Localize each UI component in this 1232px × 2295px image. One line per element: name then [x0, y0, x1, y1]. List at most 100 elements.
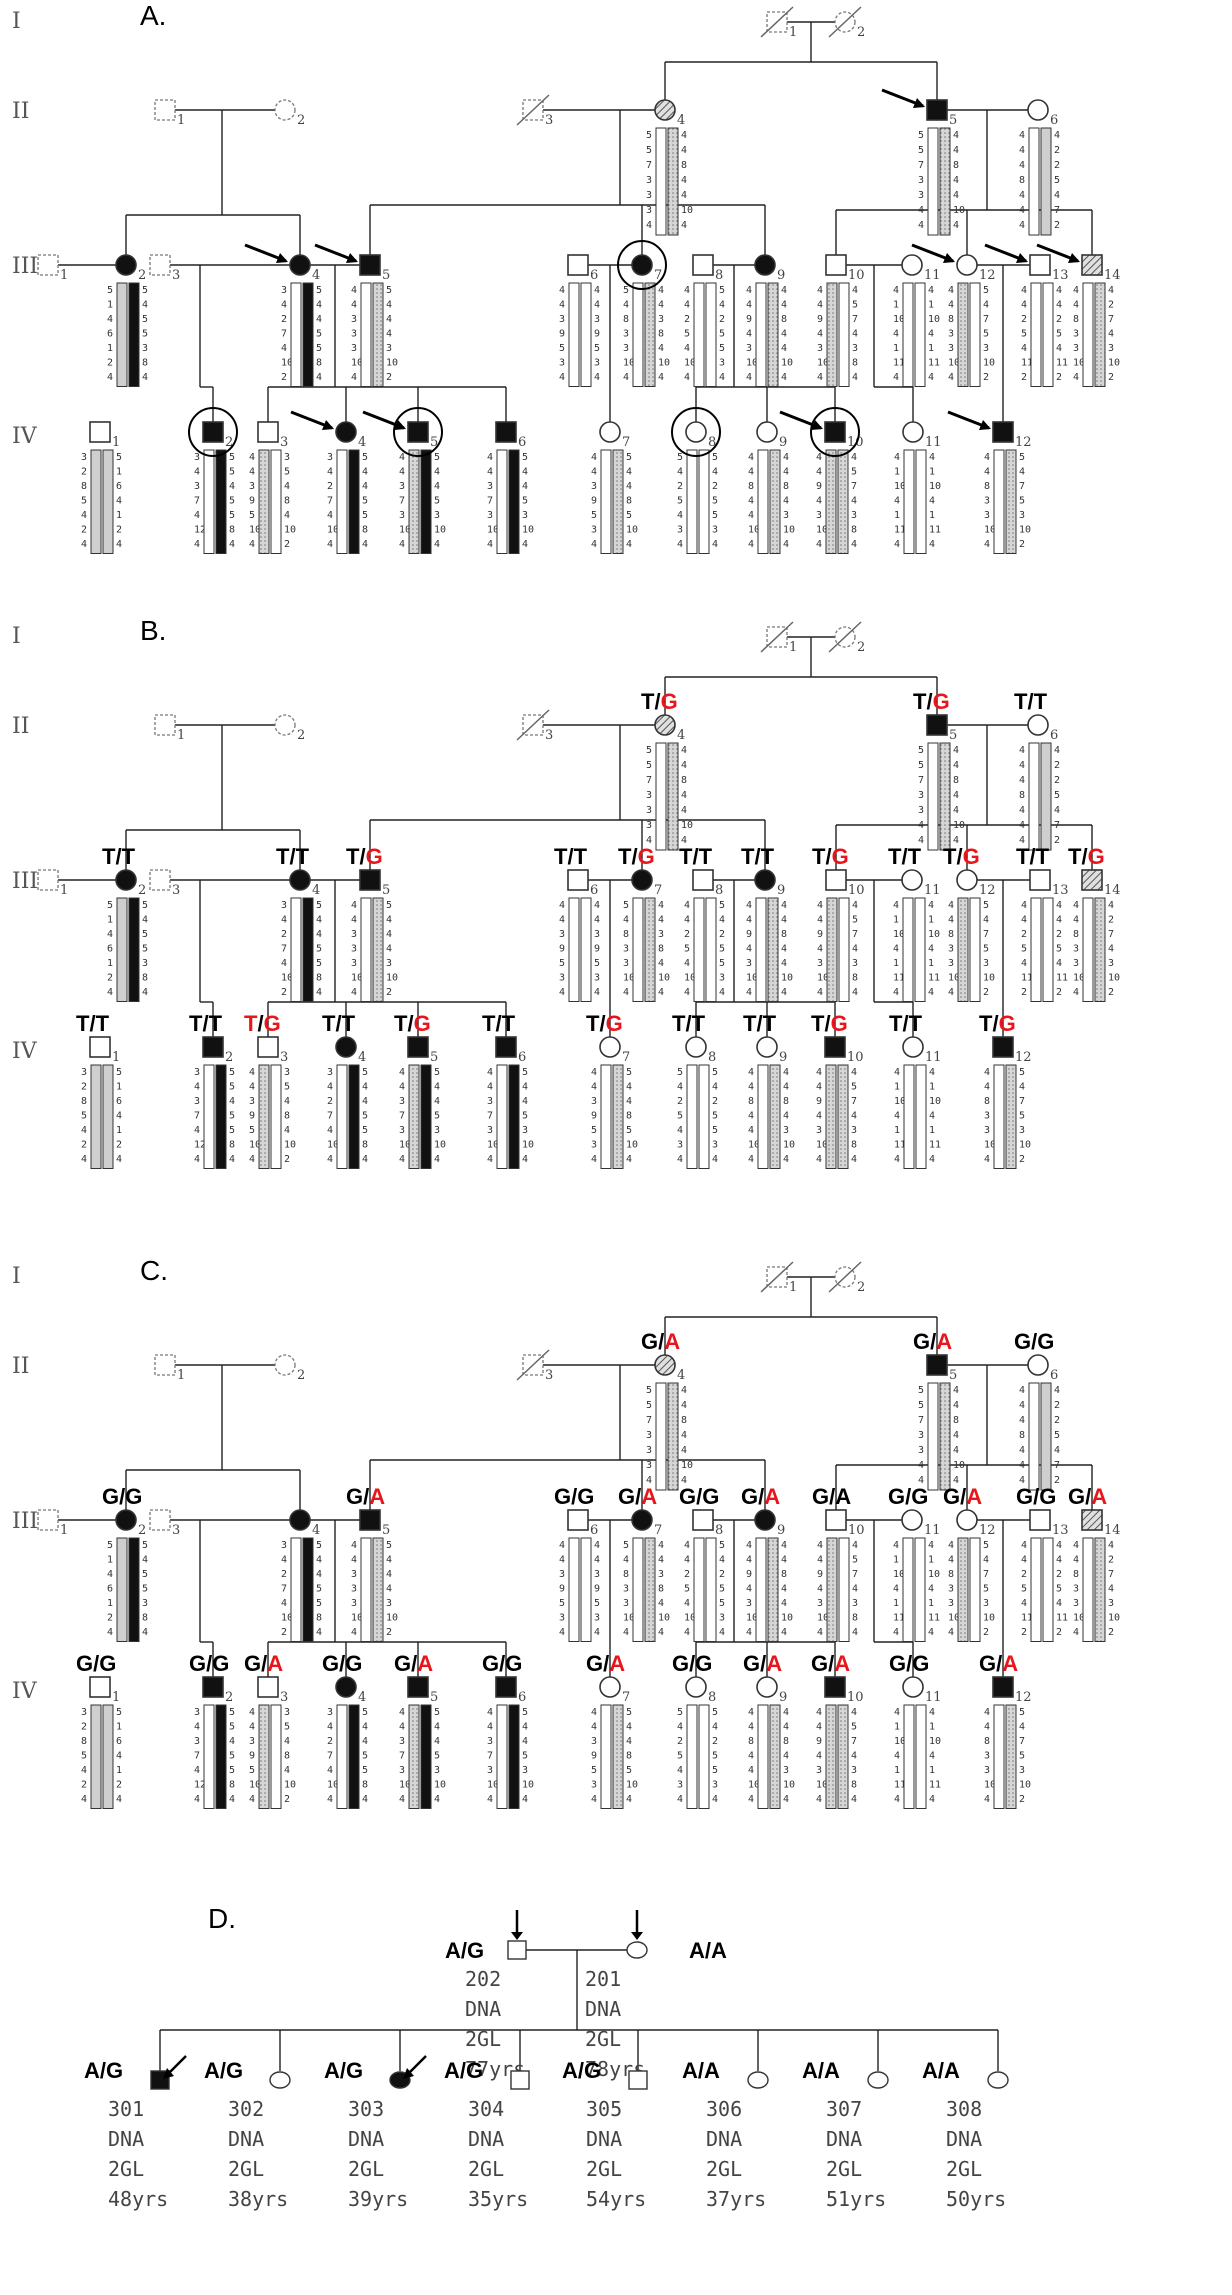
haplotype-allele: 3	[351, 329, 357, 340]
genotype-label: T/G	[913, 689, 950, 714]
haplotype-allele: 3	[677, 525, 683, 536]
haplotype-allele: 4	[929, 539, 935, 550]
haplotype-allele: 3	[623, 329, 629, 340]
individual-iii-14-square	[1081, 869, 1103, 891]
haplotype-allele: 3	[351, 1598, 357, 1609]
haplotype-allele: 10	[948, 973, 960, 984]
haplotype-allele: 4	[142, 372, 148, 383]
haplotype-allele: 7	[851, 1096, 857, 1107]
individual-number: 12	[1015, 435, 1032, 450]
haplotype-bar-left	[903, 1064, 915, 1169]
genotype-separator: /	[89, 1011, 95, 1036]
haplotype-allele: 1	[893, 1598, 899, 1609]
haplotype-allele: 5	[116, 452, 122, 463]
genotype-allele-2: A	[641, 1484, 657, 1509]
haplotype-allele: 2	[1054, 760, 1060, 771]
genotype-allele-2: A	[834, 1651, 850, 1676]
genotype-allele-2: G	[264, 1011, 281, 1036]
haplotype-allele: 11	[893, 358, 905, 369]
haplotype-bar-left	[290, 897, 302, 1002]
haplotype-bar-right	[837, 449, 849, 554]
haplotype-allele: 5	[851, 1722, 857, 1733]
arrow-head	[511, 1932, 523, 1940]
genotype-allele-1: G	[76, 1651, 93, 1676]
haplotype-allele: 4	[487, 1067, 493, 1078]
genotype-allele-1: G	[618, 1484, 635, 1509]
haplotype-allele: 4	[984, 452, 990, 463]
haplotype-allele: 4	[918, 220, 924, 231]
individual-info: 2GL	[706, 2157, 742, 2181]
haplotype-allele: 5	[646, 1400, 652, 1411]
haplotype-allele: 4	[928, 987, 934, 998]
haplotype-bar-left	[632, 1537, 644, 1642]
genotype-label: T/G	[1068, 844, 1105, 869]
genotype-allele-1: G	[1014, 1329, 1031, 1354]
individual-ii-4-circle	[654, 1354, 676, 1376]
haplotype-bar-right	[698, 449, 710, 554]
haplotype-allele: 3	[559, 1569, 565, 1580]
haplotype-allele: 9	[559, 329, 565, 340]
individual-info: 2GL	[228, 2157, 264, 2181]
haplotype-allele: 10	[623, 1613, 635, 1624]
haplotype-allele: 4	[142, 1627, 148, 1638]
haplotype-allele: 5	[1021, 944, 1027, 955]
individual-number: 6	[1050, 1368, 1058, 1383]
arrow-head	[1016, 253, 1028, 263]
haplotype-allele: 10	[894, 481, 906, 492]
haplotype-allele: 3	[284, 1067, 290, 1078]
haplotype-allele: 4	[327, 1154, 333, 1165]
haplotype-allele: 10	[249, 525, 261, 536]
individual-number: 7	[654, 1523, 662, 1538]
individual-number: 8	[708, 1050, 716, 1065]
haplotype-allele: 2	[1054, 1475, 1060, 1486]
haplotype-allele: 4	[746, 944, 752, 955]
haplotype-allele: 3	[623, 343, 629, 354]
haplotype-allele: 4	[487, 467, 493, 478]
haplotype-bar-right	[215, 1704, 227, 1809]
haplotype-allele: 4	[851, 1794, 857, 1805]
individual-iii-9-circle	[754, 869, 776, 891]
haplotype-allele: 2	[719, 929, 725, 940]
haplotype-allele: 4	[1019, 1385, 1025, 1396]
individual-iv-4-circle	[335, 421, 357, 443]
haplotype-allele: 3	[434, 1765, 440, 1776]
haplotype-bar-right	[838, 1537, 850, 1642]
individual-number: 12	[1015, 1050, 1032, 1065]
haplotype-allele: 4	[817, 300, 823, 311]
pedigree-panel-d: D.202DNA2GL77yrsA/G201DNA2GL78yrsA/A301D…	[84, 1903, 1009, 2211]
individual-iii-12-circle	[956, 1509, 978, 1531]
haplotype-allele: 4	[1056, 1555, 1062, 1566]
haplotype-allele: 4	[746, 329, 752, 340]
haplotype-allele: 1	[928, 1598, 934, 1609]
genotype-allele-1: G	[482, 1651, 499, 1676]
haplotype-allele: 11	[928, 973, 940, 984]
individual-iv-11-circle	[902, 421, 924, 443]
haplotype-allele: 9	[594, 1584, 600, 1595]
haplotype-allele: 4	[948, 1540, 954, 1551]
haplotype-allele: 4	[817, 1584, 823, 1595]
haplotype-allele: 4	[249, 1707, 255, 1718]
haplotype-allele: 10	[386, 1613, 398, 1624]
haplotype-allele: 3	[142, 343, 148, 354]
haplotype-allele: 10	[984, 1780, 996, 1791]
haplotype-allele: 1	[893, 958, 899, 969]
haplotype-allele: 1	[893, 915, 899, 926]
haplotype-allele: 4	[748, 467, 754, 478]
haplotype-allele: 3	[487, 1765, 493, 1776]
haplotype-allele: 7	[1054, 820, 1060, 831]
haplotype-allele: 2	[1054, 220, 1060, 231]
arrow-head	[403, 2068, 414, 2079]
haplotype-allele: 11	[929, 1140, 941, 1151]
individual-info: 37yrs	[706, 2187, 766, 2211]
genotype-separator: /	[411, 1651, 417, 1676]
haplotype-allele: 10	[386, 358, 398, 369]
individual-ii-5-square	[926, 714, 948, 736]
genotype-label: G/G	[679, 1484, 719, 1509]
haplotype-allele: 10	[681, 1460, 693, 1471]
haplotype-allele: 4	[852, 372, 858, 383]
haplotype-allele: 1	[116, 510, 122, 521]
haplotype-allele: 7	[327, 1751, 333, 1762]
haplotype-bar-right	[1005, 449, 1017, 554]
haplotype-allele: 7	[852, 1569, 858, 1580]
